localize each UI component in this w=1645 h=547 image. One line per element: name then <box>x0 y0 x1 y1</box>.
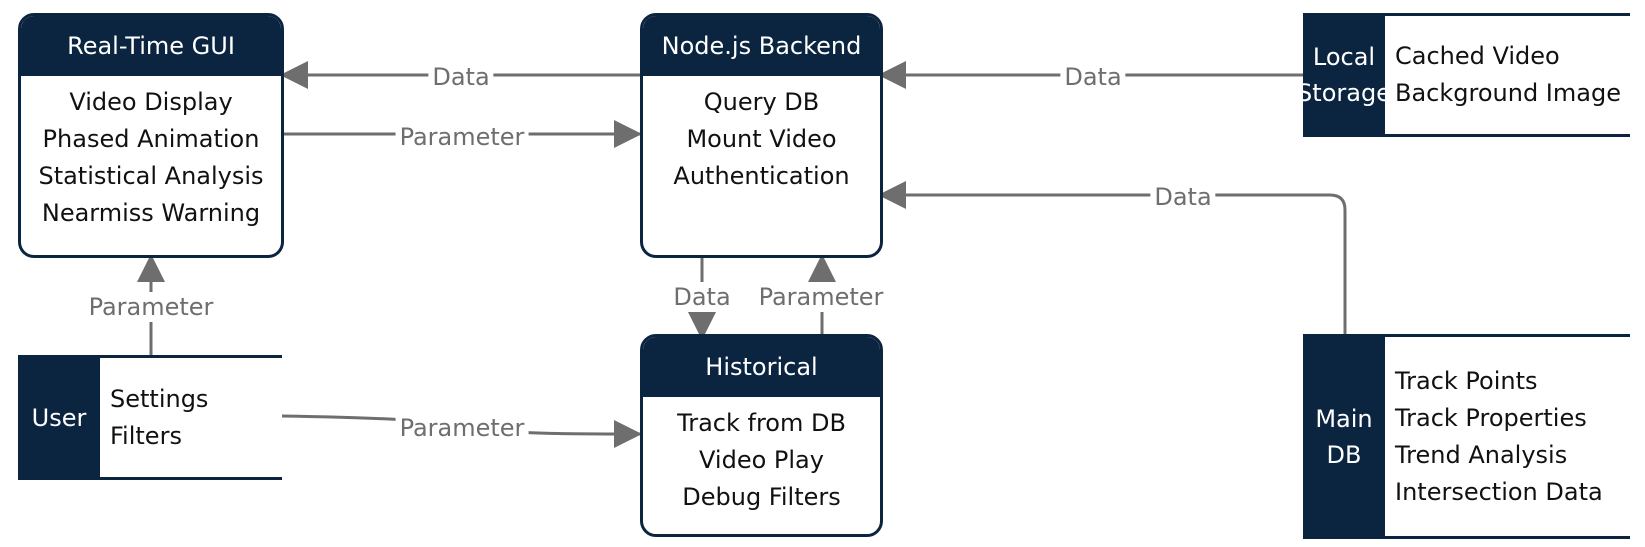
store-main-db-label-line: Main <box>1315 404 1373 433</box>
store-local-storage-line: Cached Video <box>1395 42 1560 70</box>
store-main-db-line: Intersection Data <box>1395 477 1603 506</box>
node-historical-line: Track from DB <box>677 409 846 437</box>
store-user-label-line: User <box>31 403 87 432</box>
edge-label-backend-to-historical: Data <box>669 282 735 312</box>
edge-label-gui-to-backend: Parameter <box>395 122 529 152</box>
store-main-db-label: Main DB <box>1303 336 1385 537</box>
store-user: User Settings Filters <box>18 355 282 480</box>
node-realtime-gui-line: Video Display <box>69 88 233 116</box>
node-realtime-gui: Real-Time GUI Video Display Phased Anima… <box>18 13 284 258</box>
store-main-db-line: Trend Analysis <box>1395 440 1568 469</box>
node-realtime-gui-line: Phased Animation <box>42 125 260 153</box>
node-historical-line: Debug Filters <box>682 483 841 511</box>
store-local-storage: Local Storage Cached Video Background Im… <box>1297 13 1630 137</box>
store-local-storage-line: Background Image <box>1395 79 1621 107</box>
store-main-db-label-line: DB <box>1326 440 1362 469</box>
store-main-db: Main DB Track Points Track Properties Tr… <box>1303 334 1630 539</box>
edge-maindb-to-backend <box>878 181 1347 335</box>
edge-label-user-to-gui: Parameter <box>84 292 218 322</box>
store-user-label: User <box>18 357 100 478</box>
store-main-db-line: Track Points <box>1395 366 1538 395</box>
node-backend-line: Mount Video <box>686 125 837 153</box>
edge-label-historical-to-backend: Parameter <box>754 282 888 312</box>
node-historical: Historical Track from DB Video Play Debu… <box>640 334 883 537</box>
store-user-line: Filters <box>110 421 182 450</box>
node-backend-title: Node.js Backend <box>643 16 880 76</box>
node-historical-line: Video Play <box>699 446 824 474</box>
node-realtime-gui-line: Statistical Analysis <box>38 162 264 190</box>
node-backend: Node.js Backend Query DB Mount Video Aut… <box>640 13 883 258</box>
node-backend-line: Authentication <box>673 162 850 190</box>
node-historical-title: Historical <box>643 337 880 397</box>
store-local-storage-label-line: Local <box>1312 43 1376 71</box>
store-main-db-line: Track Properties <box>1395 403 1587 432</box>
node-realtime-gui-title: Real-Time GUI <box>21 16 281 76</box>
edge-label-backend-to-gui: Data <box>428 62 494 92</box>
node-realtime-gui-line: Nearmiss Warning <box>41 199 261 227</box>
edge-label-user-to-historical: Parameter <box>395 413 529 443</box>
edge-label-maindb-to-backend: Data <box>1150 182 1216 212</box>
store-user-line: Settings <box>110 384 209 413</box>
node-backend-line: Query DB <box>703 88 820 116</box>
store-local-storage-label-line: Storage <box>1297 79 1391 107</box>
edge-label-storage-to-backend: Data <box>1060 62 1126 92</box>
store-local-storage-label: Local Storage <box>1297 15 1391 135</box>
